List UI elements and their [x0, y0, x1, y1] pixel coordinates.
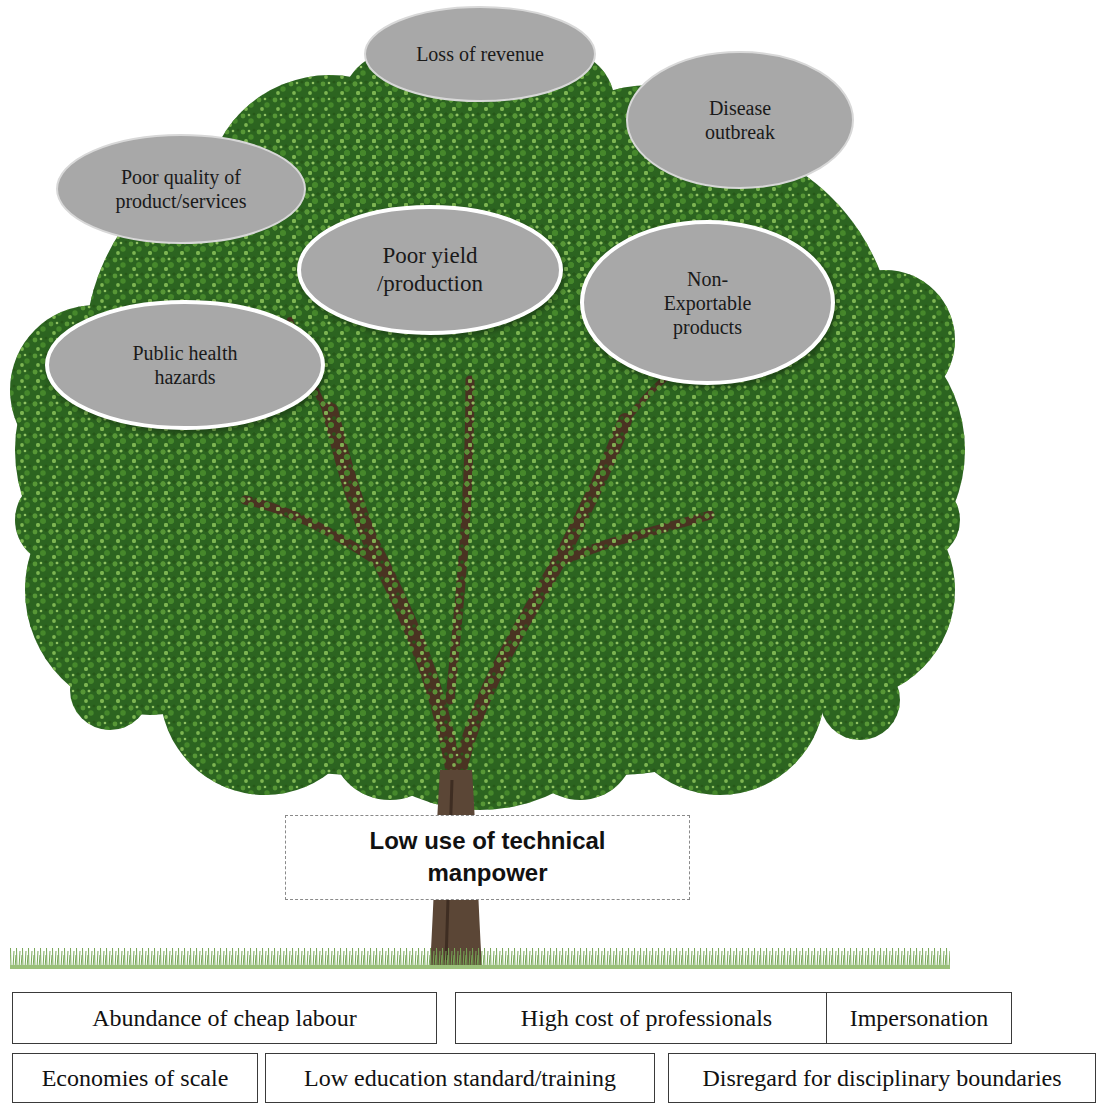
core-problem-box: Low use of technical manpower: [285, 815, 690, 900]
node-text: Disregard for disciplinary boundaries: [702, 1065, 1061, 1092]
ellipse-outline: [45, 300, 325, 430]
effect-ellipse: Poor quality of product/services: [55, 133, 307, 245]
node-text: Low use of technical manpower: [338, 825, 638, 890]
ellipse-shape: [627, 52, 853, 188]
ellipse-outline: [55, 133, 307, 245]
effect-ellipse: Public health hazards: [45, 300, 325, 430]
cause-box: Abundance of cheap labour: [12, 992, 437, 1044]
ellipse-shape: [582, 222, 833, 383]
node-text: Loss of revenue: [416, 42, 544, 66]
node-text: Non- Exportable products: [652, 267, 764, 339]
effect-ellipse: Loss of revenue: [363, 5, 597, 103]
node-text: High cost of professionals: [521, 1005, 772, 1032]
node-text: Public health hazards: [115, 341, 255, 389]
ellipse-shape: [47, 302, 323, 428]
tree-canopy: [10, 30, 965, 810]
grass-strip: [10, 948, 950, 970]
cause-box: High cost of professionals: [455, 992, 838, 1044]
node-text: Low education standard/training: [304, 1065, 616, 1092]
cause-box: Low education standard/training: [265, 1053, 655, 1103]
node-text: Abundance of cheap labour: [92, 1005, 357, 1032]
node-text: Impersonation: [850, 1005, 989, 1032]
cause-box: Disregard for disciplinary boundaries: [668, 1053, 1096, 1103]
node-text: Poor quality of product/services: [96, 165, 266, 213]
ellipse-outline: [625, 50, 855, 190]
effect-ellipse: Non- Exportable products: [580, 220, 835, 385]
cause-box: Economies of scale: [12, 1053, 258, 1103]
ellipse-outline: [297, 205, 563, 335]
cause-box: Impersonation: [826, 992, 1012, 1044]
effect-ellipse: Disease outbreak: [625, 50, 855, 190]
ellipse-shape: [365, 7, 595, 101]
node-text: Poor yield /production: [363, 242, 498, 297]
ellipse-shape: [299, 207, 561, 333]
effect-ellipse: Poor yield /production: [297, 205, 563, 335]
node-text: Economies of scale: [42, 1065, 229, 1092]
node-text: Disease outbreak: [685, 96, 795, 144]
ellipse-shape: [57, 135, 305, 243]
